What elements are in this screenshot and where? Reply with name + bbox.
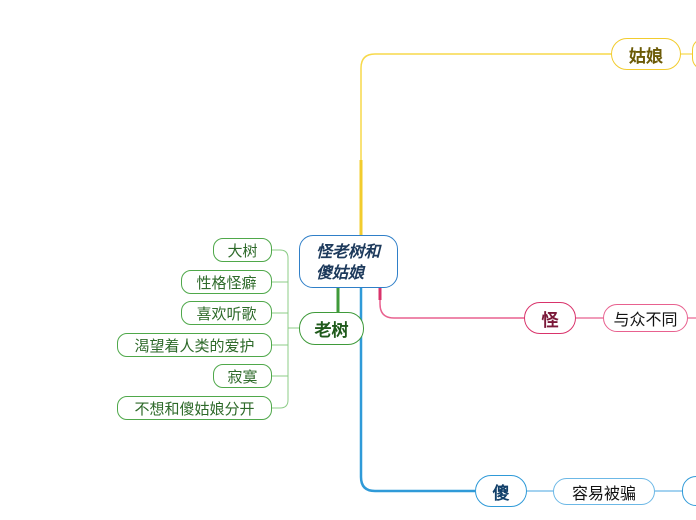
guai-child-yuzhongbutong[interactable]: 与众不同: [603, 304, 688, 332]
root-title-line2: 傻姑娘: [316, 262, 365, 282]
leaf-label: 大树: [227, 241, 258, 260]
branch-sha-label: 傻: [492, 483, 510, 504]
branch-guai[interactable]: 怪: [524, 302, 576, 334]
branch-laoshu[interactable]: 老树: [299, 312, 364, 345]
leaf-label: 寂寞: [227, 367, 258, 386]
laoshu-leaf-jimo[interactable]: 寂寞: [213, 364, 272, 388]
leaf-label: 喜欢听歌: [196, 304, 257, 323]
guai-child-label: 与众不同: [613, 310, 678, 329]
branch-sha[interactable]: 傻: [475, 475, 527, 507]
branch-guniang[interactable]: 姑娘: [611, 38, 681, 70]
sha-child-rongyibeipian[interactable]: 容易被骗: [553, 478, 655, 505]
connector-sha: [359, 288, 475, 493]
root-title-line1: 怪老树和: [316, 241, 381, 261]
laoshu-leaf-buxiang[interactable]: 不想和傻姑娘分开: [117, 396, 272, 420]
laoshu-leaf-xingge[interactable]: 性格怪癖: [181, 270, 272, 294]
laoshu-leaf-xihuan[interactable]: 喜欢听歌: [181, 301, 272, 325]
sha-child-label: 容易被骗: [571, 483, 636, 503]
leaf-label: 不想和傻姑娘分开: [134, 399, 255, 418]
leaf-label: 性格怪癖: [196, 273, 257, 292]
branch-laoshu-label: 老树: [314, 321, 349, 341]
leaf-label: 渴望着人类的爱护: [134, 336, 255, 355]
branch-guai-label: 怪: [541, 310, 559, 331]
laoshu-leaf-dashu[interactable]: 大树: [213, 238, 272, 262]
connector-guai: [379, 286, 524, 319]
branch-guniang-label: 姑娘: [629, 46, 663, 67]
connector-guniang: [360, 53, 611, 247]
root-node[interactable]: 怪老树和 傻姑娘: [299, 235, 398, 288]
laoshu-leaf-kewang[interactable]: 渴望着人类的爱护: [117, 333, 272, 357]
